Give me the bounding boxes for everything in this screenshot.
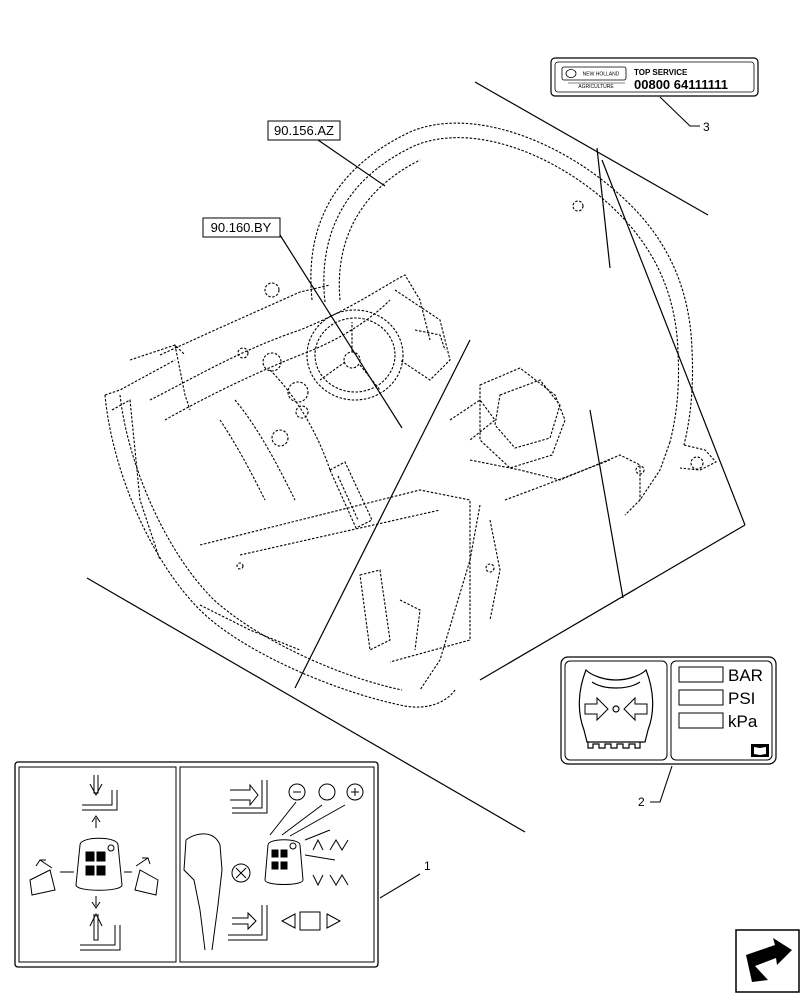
joystick-directions-panel <box>29 775 159 951</box>
next-page-arrow-icon[interactable] <box>735 929 800 993</box>
function-symbols-panel <box>183 780 364 951</box>
brand-logo-box <box>561 66 627 81</box>
reference-label-b: 90.160.BY <box>202 217 281 238</box>
callout-1: 1 <box>379 859 431 899</box>
service-title: TOP SERVICE <box>634 68 688 77</box>
unit-kpa: kPa <box>728 712 758 731</box>
leader-lines <box>86 81 746 833</box>
pressure-decal: BAR PSI kPa <box>560 656 777 765</box>
cab-frame-illustration <box>104 122 717 708</box>
control-decal <box>14 761 379 968</box>
brand-leaf-icon <box>565 69 577 78</box>
reference-label-b-text: 90.160.BY <box>211 220 272 235</box>
callout-3: 3 <box>659 96 710 134</box>
callout-3-number: 3 <box>703 120 710 134</box>
brand-sub-name: AGRICULTURE <box>578 84 614 90</box>
service-decal: NEW HOLLAND AGRICULTURE TOP SERVICE 0080… <box>550 57 759 97</box>
operator-manual-book-icon <box>751 744 769 757</box>
brand-name: NEW HOLLAND <box>583 72 620 78</box>
reference-label-a-text: 90.156.AZ <box>274 123 334 138</box>
service-phone: 00800 64111111 <box>634 77 728 92</box>
callout-2: 2 <box>638 765 673 809</box>
tire-pressure-icon <box>578 668 654 749</box>
unit-psi: PSI <box>728 689 755 708</box>
callout-2-number: 2 <box>638 795 645 809</box>
callout-1-number: 1 <box>424 859 431 873</box>
reference-label-a: 90.156.AZ <box>267 120 341 141</box>
unit-bar: BAR <box>728 666 763 685</box>
